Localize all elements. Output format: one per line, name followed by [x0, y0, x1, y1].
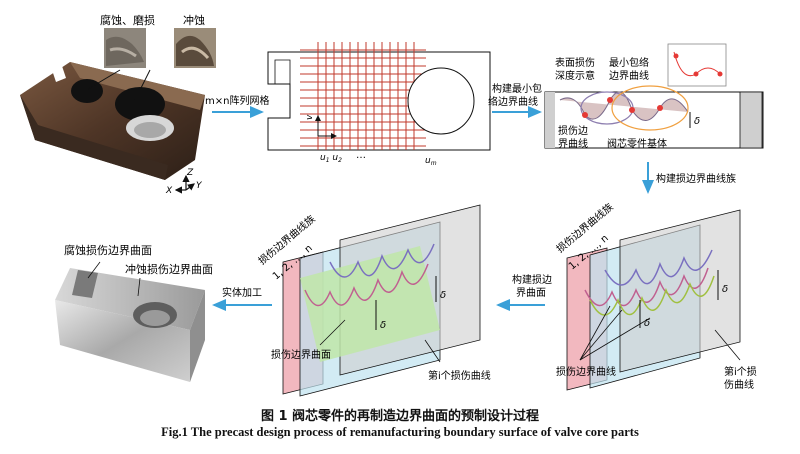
arrow-machining-label: 实体加工 [222, 286, 262, 299]
arrow-build-surface-line1: 构建损边 [512, 273, 552, 286]
grid-panel [268, 42, 490, 150]
axis-z-label: Z [186, 168, 194, 178]
axis-y-label: Y [196, 181, 203, 191]
label-erosion: 冲蚀 [183, 13, 205, 27]
delta-label-4a: δ [722, 284, 728, 295]
grid-um: um [425, 156, 437, 167]
axis-x-label: X [165, 186, 173, 196]
damage-curves-label: 损伤边界曲线 [556, 365, 616, 378]
ith-curve-label-5: 第i个损伤曲线 [428, 369, 491, 382]
erosion-inset-photo [174, 28, 216, 68]
delta-label-5b: δ [380, 320, 386, 331]
delta-label-3: δ [694, 116, 700, 127]
label-corrosion-wear: 腐蚀、磨损 [100, 13, 155, 27]
family-label-4: 损伤边界曲线族 [554, 200, 616, 255]
surface-damage-line1: 表面损伤 [555, 56, 595, 69]
caption-chinese: 图 1 阀芯零件的再制造边界曲面的预制设计过程 [0, 405, 800, 424]
damage-surface-label: 损伤边界曲面 [271, 348, 331, 361]
erosion-surface-label: 冲蚀损伤边界曲面 [125, 262, 213, 276]
caption-english: Fig.1 The precast design process of rema… [0, 425, 800, 440]
ith-curve-line2: 伤曲线 [724, 378, 754, 391]
ith-curve-line1: 第i个损 [724, 365, 757, 378]
arrow-build-family-label: 构建损边界曲线族 [656, 172, 736, 185]
machined-part-photo [55, 262, 205, 382]
damage-edge-line2: 界曲线 [558, 137, 588, 150]
base-label: 阀芯零件基体 [607, 137, 667, 150]
corrosion-surface-label: 腐蚀损伤边界曲面 [64, 243, 152, 257]
arrow-build-envelope-line2: 络边界曲线 [488, 95, 538, 108]
worn-part-photo [20, 62, 205, 180]
damage-edge-line1: 损伤边 [558, 124, 588, 137]
surface-damage-line2: 深度示意 [555, 69, 595, 82]
figure-diagram: 腐蚀、磨损 冲蚀 Z X Y m×n阵列网格 u1 u2 … um v 构建最小… [0, 0, 800, 400]
damage-surface-panel [283, 205, 480, 396]
delta-label-5a: δ [440, 290, 446, 301]
arrow-build-envelope-line1: 构建最小包 [492, 82, 542, 95]
min-envelope-line2: 边界曲线 [609, 69, 649, 82]
arrow-build-surface-line2: 界曲面 [516, 287, 546, 299]
delta-label-4b: δ [644, 318, 650, 329]
min-envelope-line1: 最小包络 [609, 56, 649, 69]
curve-family-panel [567, 210, 740, 390]
arrow-grid-label: m×n阵列网格 [205, 94, 269, 107]
corrosion-inset-photo [104, 28, 146, 68]
grid-v-label: v [305, 114, 315, 120]
grid-u1: u1 u2 [320, 153, 342, 164]
grid-dots: … [356, 150, 366, 161]
